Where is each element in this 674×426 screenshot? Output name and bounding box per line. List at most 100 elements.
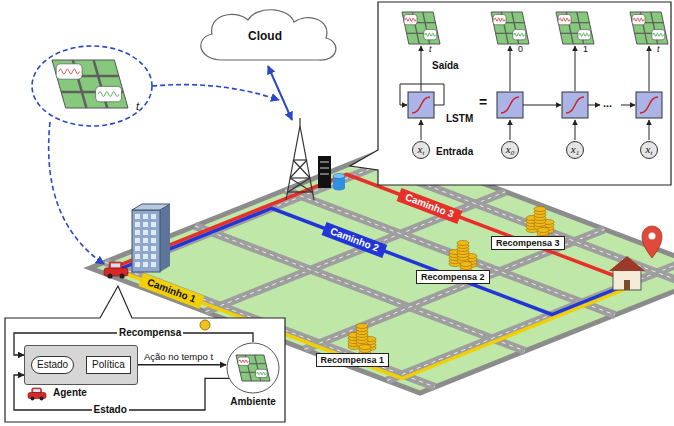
node-text: Entrada [436,146,473,158]
route-line [122,208,628,314]
grid-icon [52,60,128,108]
grid-icon [236,355,270,381]
coin [537,228,549,233]
input-circle: x0 [501,141,519,159]
flow-arrow [575,120,576,140]
rl-callout-outline [5,286,285,422]
input-circle: x1 [566,141,584,159]
label-text: ... [603,97,612,109]
node-text: Caminho 2 [328,225,380,254]
node-text: 1 [576,150,580,157]
coin [534,207,546,212]
environment-icon: Ambiente [226,342,280,394]
tower-strut [299,118,300,126]
signal-wave [633,18,643,21]
lstm-cell [408,92,434,118]
sigmoid-curve [566,97,584,113]
road [305,229,605,349]
node-text: t [422,150,424,157]
edge-label: Recompensa [117,327,183,339]
signal-wave [425,33,435,36]
building-window [151,230,156,235]
grid-icon [402,12,440,44]
lstm-cell [562,92,588,118]
signal-bubble [513,30,526,40]
building-window [143,238,148,243]
building-window [151,262,156,267]
house-roof [609,256,645,271]
grid-base [402,12,440,44]
input-circle: xt [412,141,430,159]
lstm-cell [497,92,523,118]
road [285,190,615,315]
building-roof [132,204,170,210]
road-marking [305,229,605,349]
label-text: t [429,45,432,55]
building-window [151,254,156,259]
environment-circle [227,343,279,393]
tower-strut [288,178,310,192]
process-box: Estado [31,356,74,374]
node-text: Caminho 3 [403,191,455,220]
signal-bubble [238,357,250,365]
coin-stacks [348,324,376,356]
agent-box: AgenteEstadoPolítica [24,345,138,385]
signal-wave [98,92,119,97]
building-window [135,238,140,243]
grid-icon [491,12,529,44]
grid-base [630,12,668,44]
label-text: = [479,95,487,110]
path-band: Caminho 1 [138,273,204,309]
process-box: Política [86,356,131,374]
car-body [104,268,128,276]
signal-wave [405,18,415,21]
house [613,270,641,290]
house-door [624,280,630,290]
lstm-callout: SaídaLSTMEntradaxtx0x1xt [378,2,671,185]
coin-stacks [449,241,477,273]
flow-arrow [575,46,576,91]
signal-wave [514,33,524,36]
signal-bubble [96,86,122,101]
edge-label: Estado [92,404,129,416]
location-pin-dot [649,233,656,240]
coin-stacks [526,207,554,239]
grid-icon [630,12,668,44]
signal-wave [494,18,504,21]
signal-bubble [56,64,82,79]
cloud-path [201,10,336,60]
node-text: x [418,144,423,155]
signal-bubble [632,15,645,25]
dashed-link [49,122,104,264]
building-window [151,222,156,227]
signal-wave [257,372,266,375]
sigmoid-curve [501,97,519,113]
building-window [143,246,148,251]
node-text: Estado [37,359,68,371]
node-text: t [650,150,652,157]
flow-arrow [523,105,561,106]
road-marking [285,190,615,315]
data-bubble [32,46,152,126]
flow-arrow [421,120,422,140]
node-text: Recompensa 2 [421,272,485,282]
signal-bubble [652,30,665,40]
flow-arrow [588,105,600,106]
building-window [135,262,140,267]
server-slot [320,174,329,175]
label-text: 0 [518,45,523,55]
path-band: Caminho 3 [396,187,462,223]
node-text: x [571,144,576,155]
node-text: 0 [511,150,515,157]
car-body [28,393,46,399]
signal-bubble [493,15,506,25]
grid-base [491,12,529,44]
lstm-cell [636,92,662,118]
signal-bubble [558,15,571,25]
path-band: Caminho 2 [321,221,387,257]
recurrent-loop [400,84,444,105]
flow-arrow [649,120,650,140]
signal-bubble [424,30,437,40]
cell-tower [286,118,314,200]
